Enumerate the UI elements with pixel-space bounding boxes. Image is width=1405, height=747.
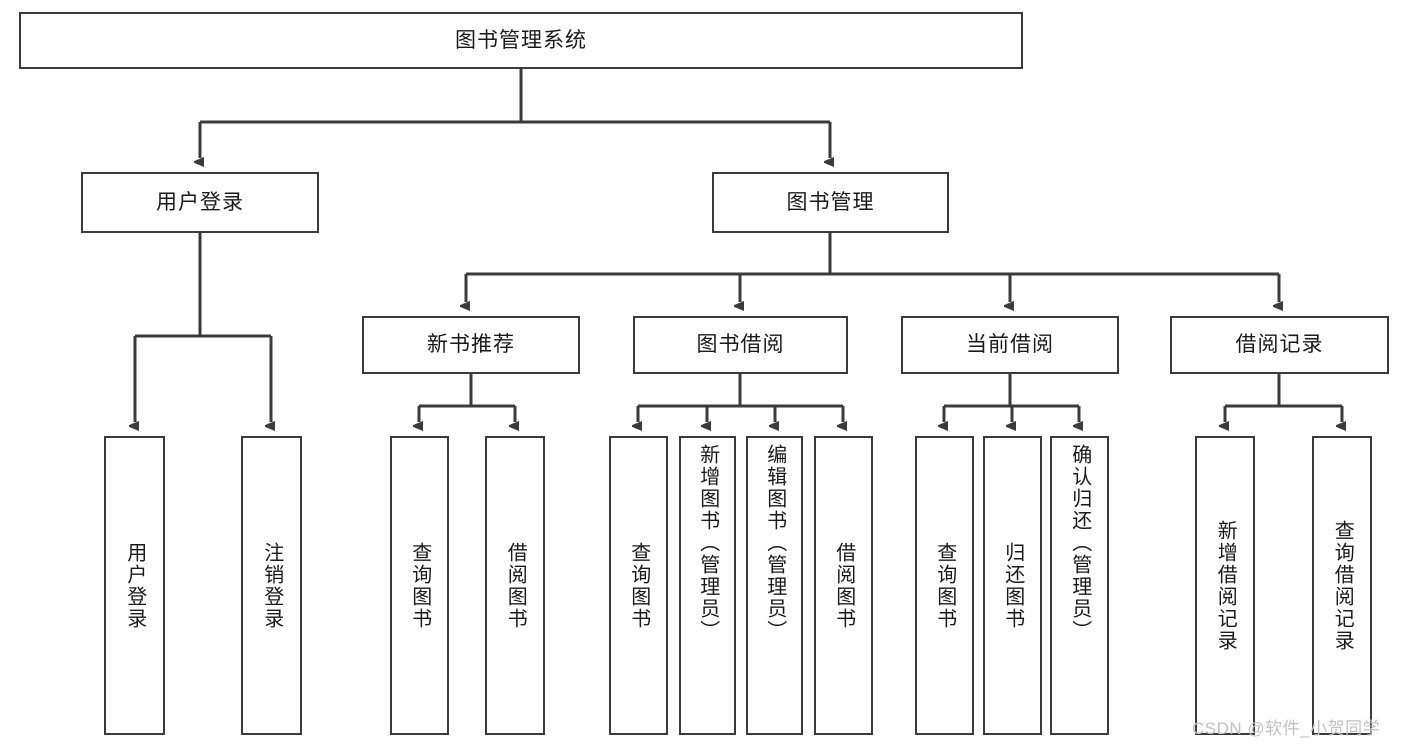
node-leaf-add-book-label: 新增图书（管理员）: [696, 444, 719, 642]
node-leaf-logout[interactable]: 注销登录: [241, 436, 302, 735]
node-new-book-rec[interactable]: 新书推荐: [362, 316, 580, 374]
node-leaf-add-record-label: 新增借阅记录: [1214, 519, 1237, 652]
node-leaf-query-book-bb-label: 查询图书: [627, 541, 650, 630]
node-leaf-borrow-book-bb-label: 借阅图书: [832, 541, 855, 630]
node-borrow-record[interactable]: 借阅记录: [1170, 316, 1389, 374]
node-leaf-edit-book-label: 编辑图书（管理员）: [763, 444, 786, 642]
node-leaf-user-login[interactable]: 用户登录: [104, 436, 165, 735]
node-leaf-confirm-return-label: 确认归还（管理员）: [1068, 444, 1091, 642]
csdn-watermark: CSDN @软件_小贺同学: [1192, 719, 1381, 738]
node-leaf-confirm-return[interactable]: 确认归还（管理员）: [1050, 436, 1109, 735]
node-leaf-edit-book[interactable]: 编辑图书（管理员）: [746, 436, 803, 735]
node-root[interactable]: 图书管理系统: [19, 12, 1023, 69]
node-leaf-return-book-label: 归还图书: [1001, 541, 1024, 630]
node-leaf-query-book-cb-label: 查询图书: [933, 541, 956, 630]
node-leaf-borrow-book-bb[interactable]: 借阅图书: [814, 436, 873, 735]
node-leaf-add-record[interactable]: 新增借阅记录: [1195, 436, 1255, 735]
node-leaf-user-login-label: 用户登录: [123, 541, 146, 630]
node-leaf-query-book-rec-label: 查询图书: [408, 541, 431, 630]
node-book-borrow[interactable]: 图书借阅: [633, 316, 848, 374]
node-leaf-query-record[interactable]: 查询借阅记录: [1312, 436, 1372, 735]
node-current-borrow[interactable]: 当前借阅: [901, 316, 1119, 374]
node-leaf-query-book-bb[interactable]: 查询图书: [609, 436, 668, 735]
node-book-manage[interactable]: 图书管理: [712, 172, 949, 233]
node-leaf-borrow-book-rec[interactable]: 借阅图书: [485, 436, 545, 735]
node-user-login[interactable]: 用户登录: [81, 172, 319, 233]
node-leaf-borrow-book-rec-label: 借阅图书: [504, 541, 527, 630]
node-borrow-record-label: 借阅记录: [1235, 333, 1324, 357]
node-leaf-query-book-rec[interactable]: 查询图书: [390, 436, 449, 735]
node-leaf-logout-label: 注销登录: [260, 541, 283, 630]
node-current-borrow-label: 当前借阅: [966, 333, 1054, 357]
node-user-login-label: 用户登录: [156, 190, 244, 214]
node-book-manage-label: 图书管理: [786, 190, 875, 214]
node-leaf-add-book[interactable]: 新增图书（管理员）: [679, 436, 736, 735]
node-new-book-rec-label: 新书推荐: [427, 333, 515, 357]
node-leaf-query-book-cb[interactable]: 查询图书: [915, 436, 974, 735]
node-book-borrow-label: 图书借阅: [696, 333, 785, 357]
node-leaf-return-book[interactable]: 归还图书: [983, 436, 1042, 735]
node-leaf-query-record-label: 查询借阅记录: [1331, 519, 1354, 652]
node-root-label: 图书管理系统: [455, 28, 587, 52]
